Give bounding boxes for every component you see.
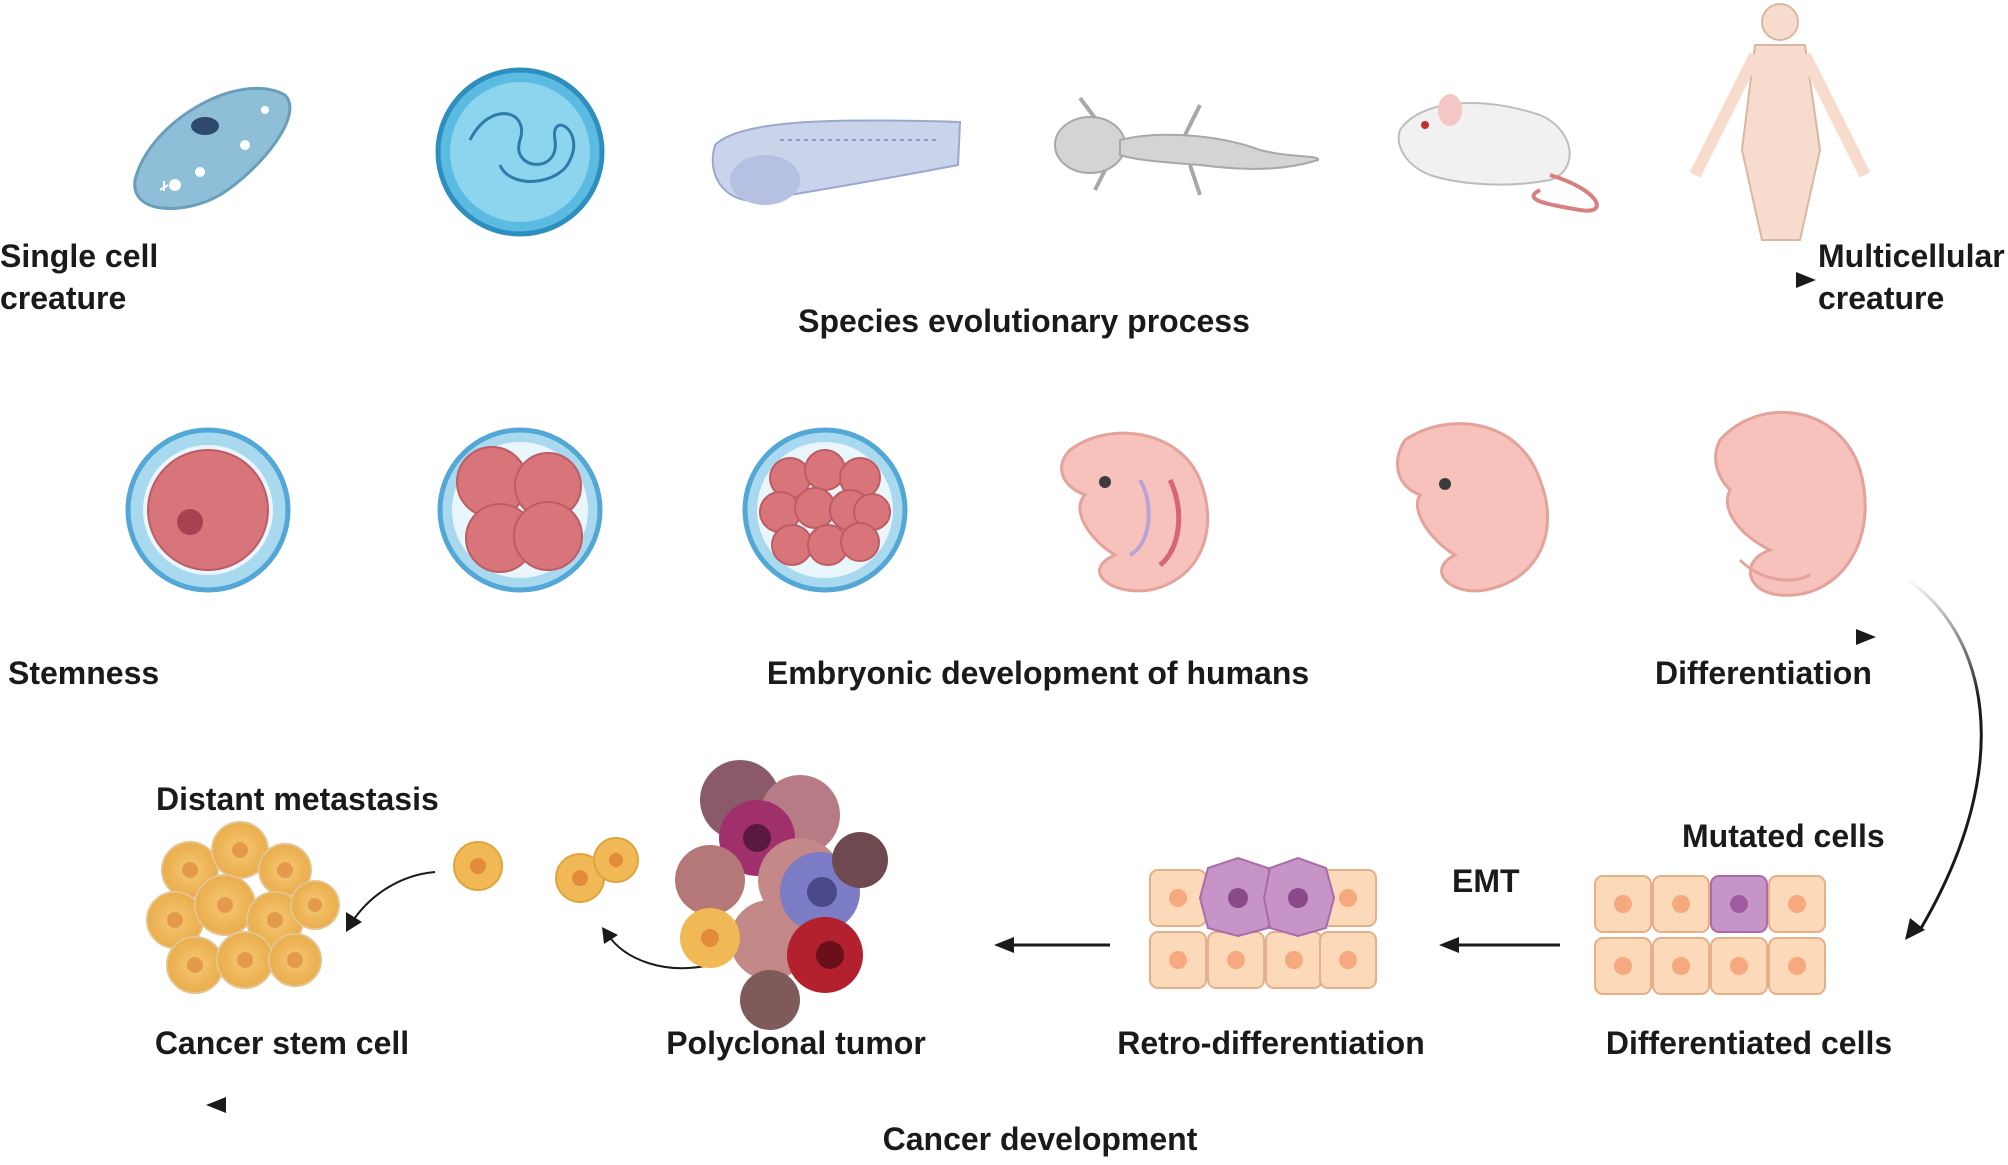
paramecium-icon bbox=[133, 86, 292, 210]
cancer-development-label: Cancer development bbox=[882, 1121, 1198, 1157]
embryo-stage-icon bbox=[1396, 422, 1550, 593]
emt-label: EMT bbox=[1452, 863, 1520, 899]
embryonic-arrowhead bbox=[1856, 629, 1876, 645]
tumor-spread-arrow bbox=[607, 934, 711, 970]
retro-to-tumor-arrowhead bbox=[994, 937, 1014, 953]
species-evolution-label: Species evolutionary process bbox=[798, 303, 1250, 339]
polyclonal-tumor-label: Polyclonal tumor bbox=[666, 1025, 926, 1061]
differentiated-cells-label: Differentiated cells bbox=[1605, 1025, 1893, 1061]
metastasis-arrow bbox=[351, 871, 436, 923]
differentiation-label: Differentiation bbox=[1655, 655, 1872, 691]
metastasis-arrowhead bbox=[346, 912, 362, 932]
fetus-icon bbox=[1714, 410, 1867, 597]
morula-icon bbox=[742, 427, 908, 593]
single-cell-icon bbox=[435, 67, 605, 237]
emt-arrowhead bbox=[1439, 937, 1459, 953]
multicellular-creature-label: Multicellular creature bbox=[1818, 238, 2005, 316]
tumor-spread-arrowhead bbox=[602, 927, 618, 944]
embryonic-development-label: Embryonic development of humans bbox=[766, 655, 1310, 691]
mouse-icon bbox=[1397, 94, 1599, 213]
cancer-cell-single bbox=[453, 841, 503, 891]
retro-differentiation-cells bbox=[1149, 856, 1377, 989]
stemness-label: Stemness bbox=[8, 655, 160, 691]
polyclonal-tumor-icon bbox=[675, 760, 888, 1030]
cancer-stem-cell-cluster bbox=[146, 821, 340, 994]
mutated-cells-label: Mutated cells bbox=[1682, 818, 1885, 854]
single-cell-creature-label: Single cell creature bbox=[0, 238, 159, 316]
distant-metastasis-label: Distant metastasis bbox=[156, 781, 439, 817]
early-embryo-icon bbox=[1060, 431, 1210, 593]
curved-connector-arrowhead bbox=[1905, 918, 1925, 940]
evolution-arrowhead bbox=[1796, 272, 1816, 288]
retro-differentiation-label: Retro-differentiation bbox=[1117, 1025, 1425, 1061]
cancer-cell-pair bbox=[555, 837, 639, 903]
four-cell-icon bbox=[437, 427, 603, 593]
embryo-icon bbox=[711, 119, 962, 205]
cancer-stem-cell-label: Cancer stem cell bbox=[154, 1025, 410, 1061]
salamander-icon bbox=[1054, 96, 1320, 196]
human-icon bbox=[1689, 3, 1871, 241]
curved-connector-arrow bbox=[1904, 576, 1983, 931]
cancer-development-arrowhead bbox=[206, 1097, 226, 1113]
differentiated-cells bbox=[1594, 875, 1826, 995]
zygote-icon bbox=[125, 427, 291, 593]
